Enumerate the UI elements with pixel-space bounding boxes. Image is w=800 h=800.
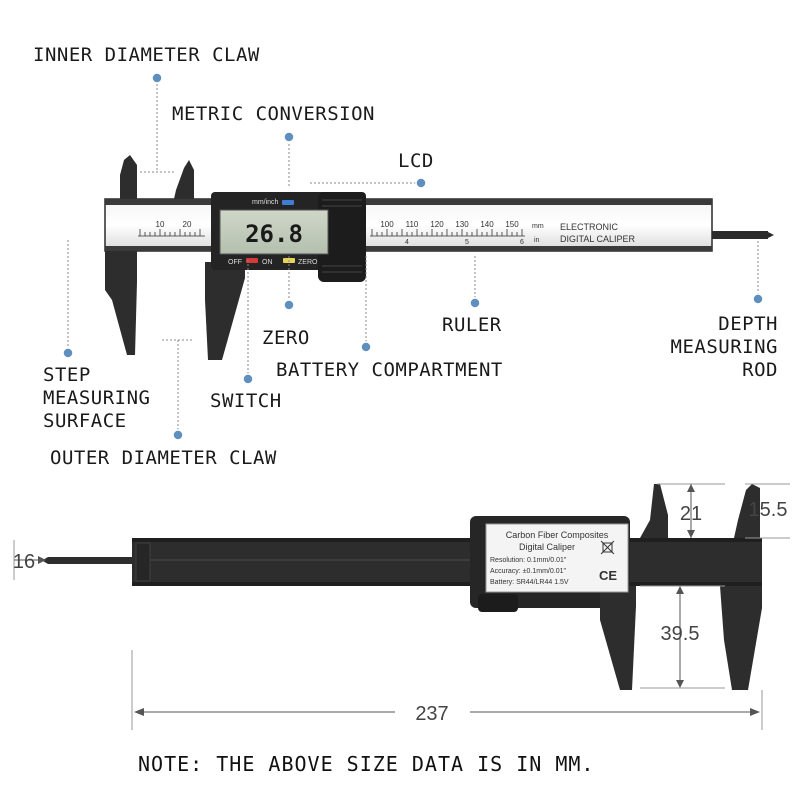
dot-inner-claw — [151, 72, 163, 84]
spec-line-4: Accuracy: ±0.1mm/0.01" — [490, 568, 566, 575]
label-outer-diameter-claw: OUTER DIAMETER CLAW — [50, 447, 277, 469]
spec-line-5: Battery: SR44/LR44 1.5V — [490, 579, 569, 586]
zero-device-label: ZERO — [298, 259, 318, 266]
spec-line-1: Carbon Fiber Composites — [506, 530, 609, 540]
back-wheel — [478, 594, 518, 612]
spec-plate — [485, 523, 629, 593]
back-depth-rod — [48, 557, 134, 564]
dot-zero — [283, 299, 295, 311]
thumb-wheel — [318, 192, 366, 282]
label-battery-compartment: BATTERY COMPARTMENT — [276, 359, 503, 381]
scale-number-120: 120 — [430, 220, 444, 229]
power-button[interactable] — [246, 258, 258, 263]
unit-mm: mm — [532, 223, 544, 230]
brand-line-1: ELECTRONIC — [560, 222, 619, 232]
unit-toggle-label: mm/inch — [252, 199, 279, 206]
inch-mark-4: 4 — [405, 239, 409, 246]
back-sliding-jaw — [600, 586, 636, 690]
scale-number-140: 140 — [480, 220, 494, 229]
depth-rod — [712, 231, 768, 239]
inch-mark-6: 6 — [520, 239, 524, 246]
unit-in: in — [534, 237, 540, 244]
brand-line-2: DIGITAL CALIPER — [560, 234, 636, 244]
label-depth-line-3: ROD — [742, 359, 778, 381]
back-sliding-upper-claw — [640, 484, 668, 538]
label-ruler: RULER — [442, 314, 502, 336]
dimension-arrowheads — [38, 484, 760, 716]
unit-toggle-button[interactable] — [282, 200, 294, 205]
scale-number-20: 20 — [183, 220, 192, 229]
dimension-lines — [13, 483, 790, 730]
scale-number-150: 150 — [505, 220, 519, 229]
label-depth-measuring-rod: DEPTH MEASURING ROD — [671, 313, 778, 382]
dot-battery — [360, 341, 372, 353]
sliding-jaw — [205, 262, 245, 360]
callout-dots — [62, 72, 764, 441]
label-step-line-1: STEP — [43, 364, 91, 386]
label-inner-diameter-claw: INNER DIAMETER CLAW — [33, 44, 260, 66]
spec-line-2: Digital Caliper — [519, 542, 575, 552]
back-beam — [132, 538, 762, 586]
lcd-reading: 26.8 — [245, 220, 303, 248]
scale-number-130: 130 — [455, 220, 469, 229]
dot-outer-claw — [172, 429, 184, 441]
lcd-screen — [219, 209, 329, 255]
dot-metric — [283, 131, 295, 143]
dim-outer-jaw: 39.5 — [661, 623, 700, 645]
dim-depth-rod: 16 — [13, 551, 35, 573]
back-fixed-jaw — [720, 586, 762, 690]
label-step-line-2: MEASURING — [43, 387, 151, 409]
off-label: OFF — [228, 259, 242, 266]
recycle-bin-icon — [600, 540, 615, 555]
dot-switch — [242, 373, 254, 385]
label-step-line-3: SURFACE — [43, 410, 127, 432]
scale-number-110: 110 — [406, 220, 419, 229]
bottom-caliper: Carbon Fiber Composites Digital Caliper … — [13, 483, 790, 730]
dim-length: 237 — [415, 703, 448, 725]
size-note: NOTE: THE ABOVE SIZE DATA IS IN MM. — [138, 752, 595, 776]
label-step-measuring-surface: STEP MEASURING SURFACE — [43, 364, 150, 433]
label-depth-line-1: DEPTH — [718, 313, 778, 335]
dim-inner-jaw: 21 — [680, 503, 702, 525]
spec-line-3: Resolution: 0.1mm/0.01" — [490, 557, 567, 564]
sliding-upper-claw — [174, 160, 194, 199]
label-zero: ZERO — [262, 327, 310, 349]
fixed-jaw — [105, 251, 137, 355]
ruler-ticks — [138, 229, 525, 237]
label-lcd: LCD — [398, 150, 434, 172]
dot-step — [62, 347, 74, 359]
scale-number-10: 10 — [156, 220, 165, 229]
ruler-beam — [104, 198, 713, 252]
callout-leaders — [67, 80, 759, 432]
label-switch: SWITCH — [210, 390, 282, 412]
back-fixed-upper-claw — [734, 484, 760, 538]
ce-mark: CE — [599, 568, 617, 583]
fixed-upper-claw — [120, 155, 137, 199]
dot-ruler — [469, 297, 481, 309]
label-metric-conversion: METRIC CONVERSION — [172, 103, 375, 125]
dot-lcd — [415, 177, 427, 189]
top-caliper: 10 20 100 110 120 130 140 150 4 5 6 mm i… — [104, 155, 774, 360]
dim-inner-top: 15.5 — [749, 499, 788, 521]
scale-number-100: 100 — [380, 220, 394, 229]
on-label: ON — [262, 259, 273, 266]
label-depth-line-2: MEASURING — [670, 336, 778, 358]
dot-depth — [752, 293, 764, 305]
inch-mark-5: 5 — [465, 239, 469, 246]
